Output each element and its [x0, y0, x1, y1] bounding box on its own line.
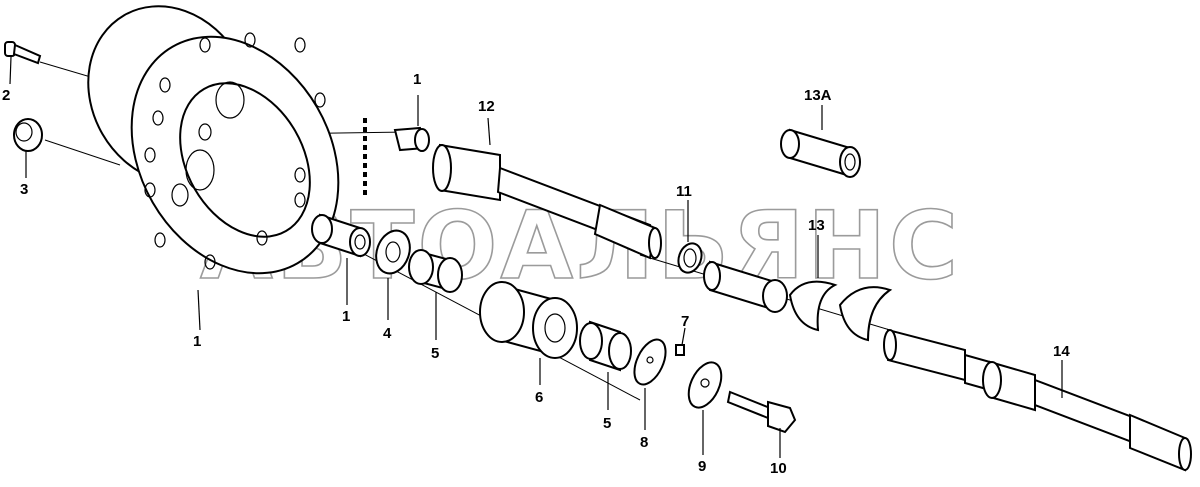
sleeve-part — [703, 260, 788, 313]
screw-part-2 — [4, 41, 42, 65]
thrust-washers-part-13 — [788, 280, 893, 342]
washer-part-9 — [687, 361, 723, 409]
shaft-part-12 — [432, 143, 662, 260]
callout-8: 8 — [640, 434, 648, 451]
callout-12: 12 — [478, 98, 495, 115]
callout-4: 4 — [383, 325, 392, 342]
pin-part-7 — [675, 344, 685, 356]
gear-part-5b — [579, 320, 632, 372]
gear-part-6 — [479, 281, 578, 359]
washer-part-4 — [375, 229, 411, 275]
bushing-part-1 — [311, 213, 371, 258]
callout-5-lower: 5 — [603, 415, 611, 432]
callout-14: 14 — [1053, 343, 1070, 360]
callout-1-bushing: 1 — [342, 308, 350, 325]
bolt-part-10 — [726, 390, 797, 434]
leader-lines — [9, 56, 1063, 458]
snap-ring-part-11 — [677, 242, 703, 274]
washer-part-8 — [633, 338, 667, 386]
housing-hub — [87, 5, 340, 275]
callouts: 2 3 1 1 1 12 13A 11 13 4 5 6 5 7 8 9 10 … — [2, 71, 1070, 477]
callout-3: 3 — [20, 181, 28, 198]
callout-7: 7 — [681, 313, 689, 330]
plug-part-3 — [13, 118, 43, 152]
callout-1-housing: 1 — [193, 333, 201, 350]
callout-9: 9 — [698, 458, 706, 475]
callout-13: 13 — [808, 217, 825, 234]
callout-5-upper: 5 — [431, 345, 439, 362]
callout-11: 11 — [676, 183, 692, 200]
callout-2: 2 — [2, 87, 10, 104]
callout-10: 10 — [770, 460, 787, 477]
sleeve-part-13a — [780, 128, 861, 178]
gear-part-5a — [408, 249, 463, 293]
shaft-part-14 — [883, 328, 1192, 472]
callout-1-fitting: 1 — [413, 71, 421, 88]
fitting-part-1 — [393, 126, 430, 152]
callout-6: 6 — [535, 389, 543, 406]
callout-13a: 13A — [804, 87, 832, 104]
